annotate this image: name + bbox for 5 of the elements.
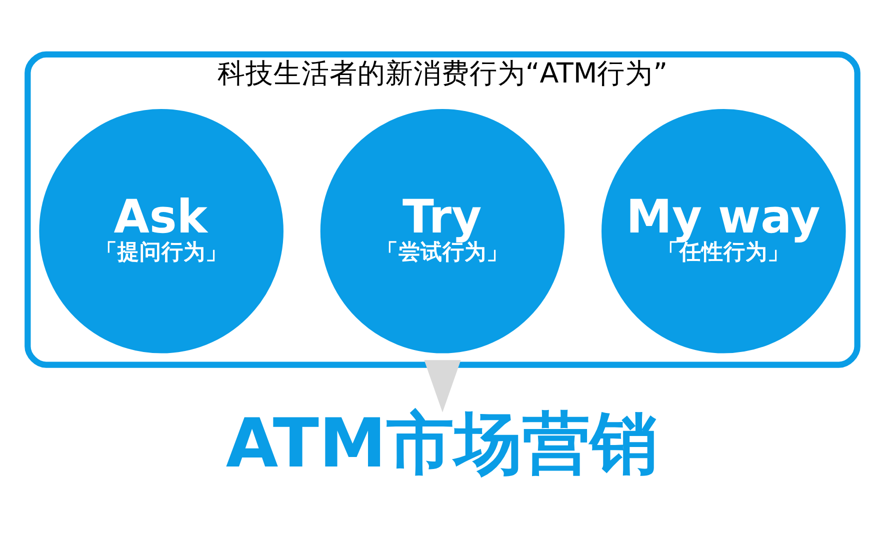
node-text: ATM市场营销 [225, 404, 658, 483]
arrow [424, 360, 460, 412]
node-circle: Try 「尝试行为」 [320, 108, 564, 354]
node-circle: My way 「任性行为」 [601, 108, 846, 354]
node-circle: Ask 「提问行为」 [38, 108, 283, 354]
